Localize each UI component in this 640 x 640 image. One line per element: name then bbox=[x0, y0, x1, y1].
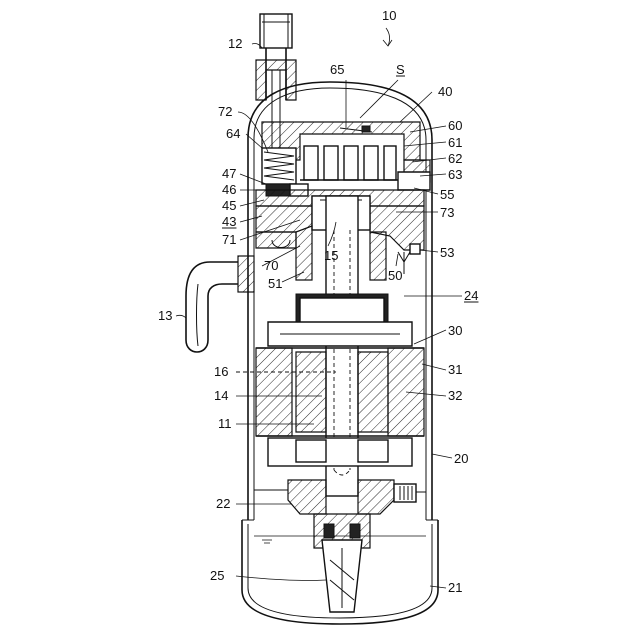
reference-numeral-60: 60 bbox=[448, 118, 462, 133]
reference-numeral-11: 11 bbox=[218, 416, 232, 431]
reference-numeral-64: 64 bbox=[226, 126, 240, 141]
reference-numeral-43: 43 bbox=[222, 214, 236, 229]
reference-numeral-45: 45 bbox=[222, 198, 236, 213]
reference-numeral-71: 71 bbox=[222, 232, 236, 247]
reference-numeral-22: 22 bbox=[216, 496, 230, 511]
reference-numeral-12: 12 bbox=[228, 36, 242, 51]
lower-coil-end bbox=[268, 438, 412, 466]
reference-numeral-73: 73 bbox=[440, 205, 454, 220]
reference-numeral-61: 61 bbox=[448, 135, 462, 150]
suction-pipe bbox=[186, 256, 254, 352]
reference-numeral-63: 63 bbox=[448, 167, 462, 182]
reference-numeral-24: 24 bbox=[464, 288, 478, 303]
reference-numeral-15: 15 bbox=[324, 248, 338, 263]
reference-numeral-70: 70 bbox=[264, 258, 278, 273]
rotor-top bbox=[268, 294, 412, 346]
reference-numeral-10: 10 bbox=[382, 8, 396, 23]
reference-numeral-s: S bbox=[396, 62, 405, 77]
reference-numeral-53: 53 bbox=[440, 245, 454, 260]
reference-numeral-32: 32 bbox=[448, 388, 462, 403]
reference-numeral-72: 72 bbox=[218, 104, 232, 119]
reference-numeral-55: 55 bbox=[440, 187, 454, 202]
reference-numeral-14: 14 bbox=[214, 388, 228, 403]
oil-pump bbox=[314, 514, 370, 612]
reference-numeral-62: 62 bbox=[448, 151, 462, 166]
reference-numeral-20: 20 bbox=[454, 451, 468, 466]
reference-numeral-51: 51 bbox=[268, 276, 282, 291]
reference-numeral-65: 65 bbox=[330, 62, 344, 77]
reference-numeral-16: 16 bbox=[214, 364, 228, 379]
reference-numeral-40: 40 bbox=[438, 84, 452, 99]
reference-numeral-25: 25 bbox=[210, 568, 224, 583]
reference-numeral-21: 21 bbox=[448, 580, 462, 595]
reference-numeral-13: 13 bbox=[158, 308, 172, 323]
spring-chamber bbox=[262, 148, 308, 196]
reference-numeral-31: 31 bbox=[448, 362, 462, 377]
reference-numeral-47: 47 bbox=[222, 166, 236, 181]
reference-numeral-46: 46 bbox=[222, 182, 236, 197]
reference-numeral-30: 30 bbox=[448, 323, 462, 338]
reference-numeral-50: 50 bbox=[388, 268, 402, 283]
